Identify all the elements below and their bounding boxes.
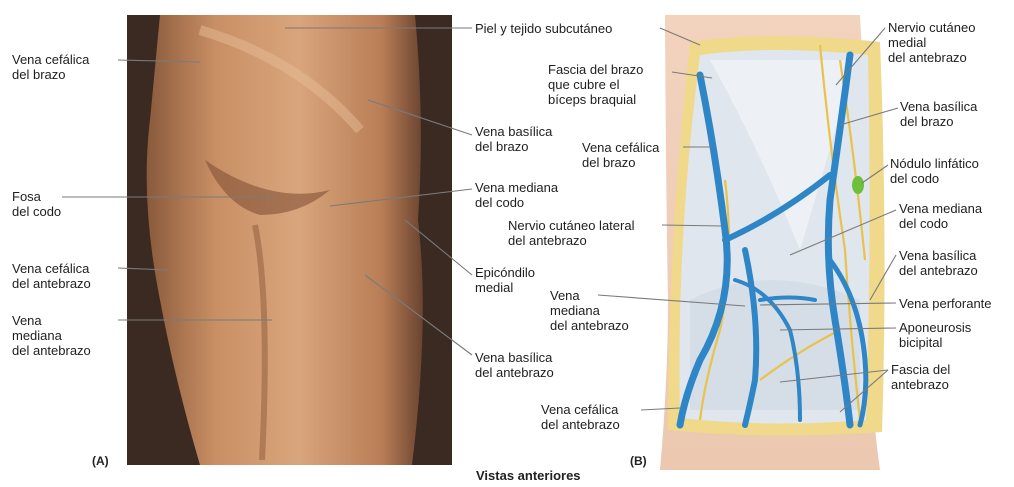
label-cubital-lymph-node: Nódulo linfático del codo xyxy=(890,156,979,186)
label-cephalic-vein-forearm-b: Vena cefálica del antebrazo xyxy=(541,402,620,432)
label-cephalic-vein-arm: Vena cefálica del brazo xyxy=(12,52,89,82)
label-bicipital-aponeurosis: Aponeurosis bicipital xyxy=(899,320,971,350)
label-arm-fascia: Fascia del brazo que cubre el bíceps bra… xyxy=(548,62,643,107)
label-cephalic-vein-forearm: Vena cefálica del antebrazo xyxy=(12,261,91,291)
arm-silhouette xyxy=(147,15,423,465)
label-medial-cutaneous-nerve: Nervio cutáneo medial del antebrazo xyxy=(888,20,975,65)
label-medial-epicondyle: Epicóndilo medial xyxy=(475,265,535,295)
label-basilic-vein-arm-b: Vena basílica del brazo xyxy=(900,99,977,129)
label-forearm-fascia: Fascia del antebrazo xyxy=(891,362,950,392)
label-cephalic-vein-arm-b: Vena cefálica del brazo xyxy=(582,140,659,170)
label-median-antebrachial-vein: Vena mediana del antebrazo xyxy=(12,313,91,358)
label-lateral-cutaneous-nerve: Nervio cutáneo lateral del antebrazo xyxy=(508,218,634,248)
label-skin-subcutaneous: Piel y tejido subcutáneo xyxy=(475,21,612,36)
cubital-lymph-node xyxy=(852,176,864,194)
label-median-cubital-vein-b: Vena mediana del codo xyxy=(899,201,982,231)
label-basilic-vein-arm: Vena basílica del brazo xyxy=(475,124,552,154)
label-basilic-vein-forearm-b: Vena basílica del antebrazo xyxy=(899,248,978,278)
label-median-cubital-vein: Vena mediana del codo xyxy=(475,180,558,210)
label-cubital-fossa: Fosa del codo xyxy=(12,189,61,219)
figure-caption: Vistas anteriores xyxy=(476,468,581,483)
label-basilic-vein-forearm: Vena basílica del antebrazo xyxy=(475,350,554,380)
panel-b-tag: (B) xyxy=(630,454,647,468)
panel-a-photo xyxy=(127,15,452,465)
label-median-antebrachial-vein-b: Vena mediana del antebrazo xyxy=(550,288,629,333)
label-perforating-vein: Vena perforante xyxy=(899,296,992,311)
panel-a-tag: (A) xyxy=(92,454,109,468)
